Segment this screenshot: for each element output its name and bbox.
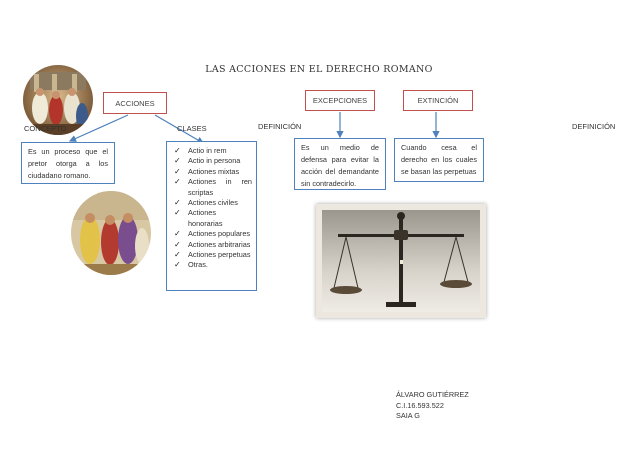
author-group: SAIA G: [396, 411, 420, 420]
check-icon: ✓: [174, 250, 181, 260]
author-id: C.I.16.593.522: [396, 400, 444, 410]
check-icon: ✓: [174, 229, 181, 239]
excepciones-box: Es un medio de defensa para evitar la ac…: [294, 138, 386, 190]
list-item: ✓Actiones mixtas: [174, 166, 240, 176]
concepto-label: CONCEPTO: [24, 124, 67, 133]
check-icon: ✓: [174, 166, 181, 176]
scales-of-justice-image: [316, 204, 486, 318]
check-icon: ✓: [174, 260, 181, 270]
page-title: LAS ACCIONES EN EL DERECHO ROMANO: [205, 64, 433, 75]
concepto-text: Es un proceso que el pretor otorga a los…: [28, 147, 108, 180]
excepciones-text: Es un medio de defensa para evitar la ac…: [301, 143, 379, 188]
list-item: ✓Actiones in ren scriptas: [174, 177, 252, 197]
check-icon: ✓: [174, 156, 181, 166]
arrow-to-concepto: [68, 114, 129, 142]
clases-label: CLASES: [177, 124, 207, 133]
arrow-to-clases: [154, 114, 205, 144]
list-item: ✓Actiones populares: [174, 229, 251, 239]
roman-painting-image: [22, 64, 94, 136]
list-item: ✓Actiones honorarias: [174, 208, 223, 228]
author-block: ÁLVARO GUTIÉRREZ C.I.16.593.522 SAIA G: [396, 390, 469, 422]
clases-box: ✓Actio in rem ✓Actio in persona ✓Actione…: [166, 141, 257, 291]
list-item: ✓Actiones arbitrarias: [174, 239, 251, 249]
definicion-right-label: DEFINICIÓN: [572, 122, 616, 131]
extincion-node: EXTINCIÓN: [403, 90, 473, 111]
check-icon: ✓: [174, 146, 181, 155]
check-icon: ✓: [174, 198, 181, 208]
list-item: ✓Otras.: [174, 260, 208, 270]
extincion-box: Cuando cesa el derecho en los cuales se …: [394, 138, 484, 182]
check-icon: ✓: [174, 208, 181, 218]
concepto-box: Es un proceso que el pretor otorga a los…: [21, 142, 115, 184]
check-icon: ✓: [174, 177, 181, 187]
scales-icon: [322, 210, 480, 312]
check-icon: ✓: [174, 239, 181, 249]
clases-list: ✓Actio in rem ✓Actio in persona ✓Actione…: [171, 146, 252, 271]
list-item: ✓Actio in rem: [174, 146, 227, 155]
list-item: ✓Actio in persona: [174, 156, 241, 166]
acciones-node: ACCIONES: [103, 92, 167, 114]
roman-fresco-image: [70, 190, 152, 276]
definicion-left-label: DEFINICIÓN: [258, 122, 302, 131]
extincion-text: Cuando cesa el derecho en los cuales se …: [401, 143, 477, 176]
excepciones-node: EXCEPCIONES: [305, 90, 375, 111]
list-item: ✓Actiones perpetuas: [174, 250, 251, 260]
author-name: ÁLVARO GUTIÉRREZ: [396, 390, 469, 399]
list-item: ✓Actiones civiles: [174, 198, 238, 208]
